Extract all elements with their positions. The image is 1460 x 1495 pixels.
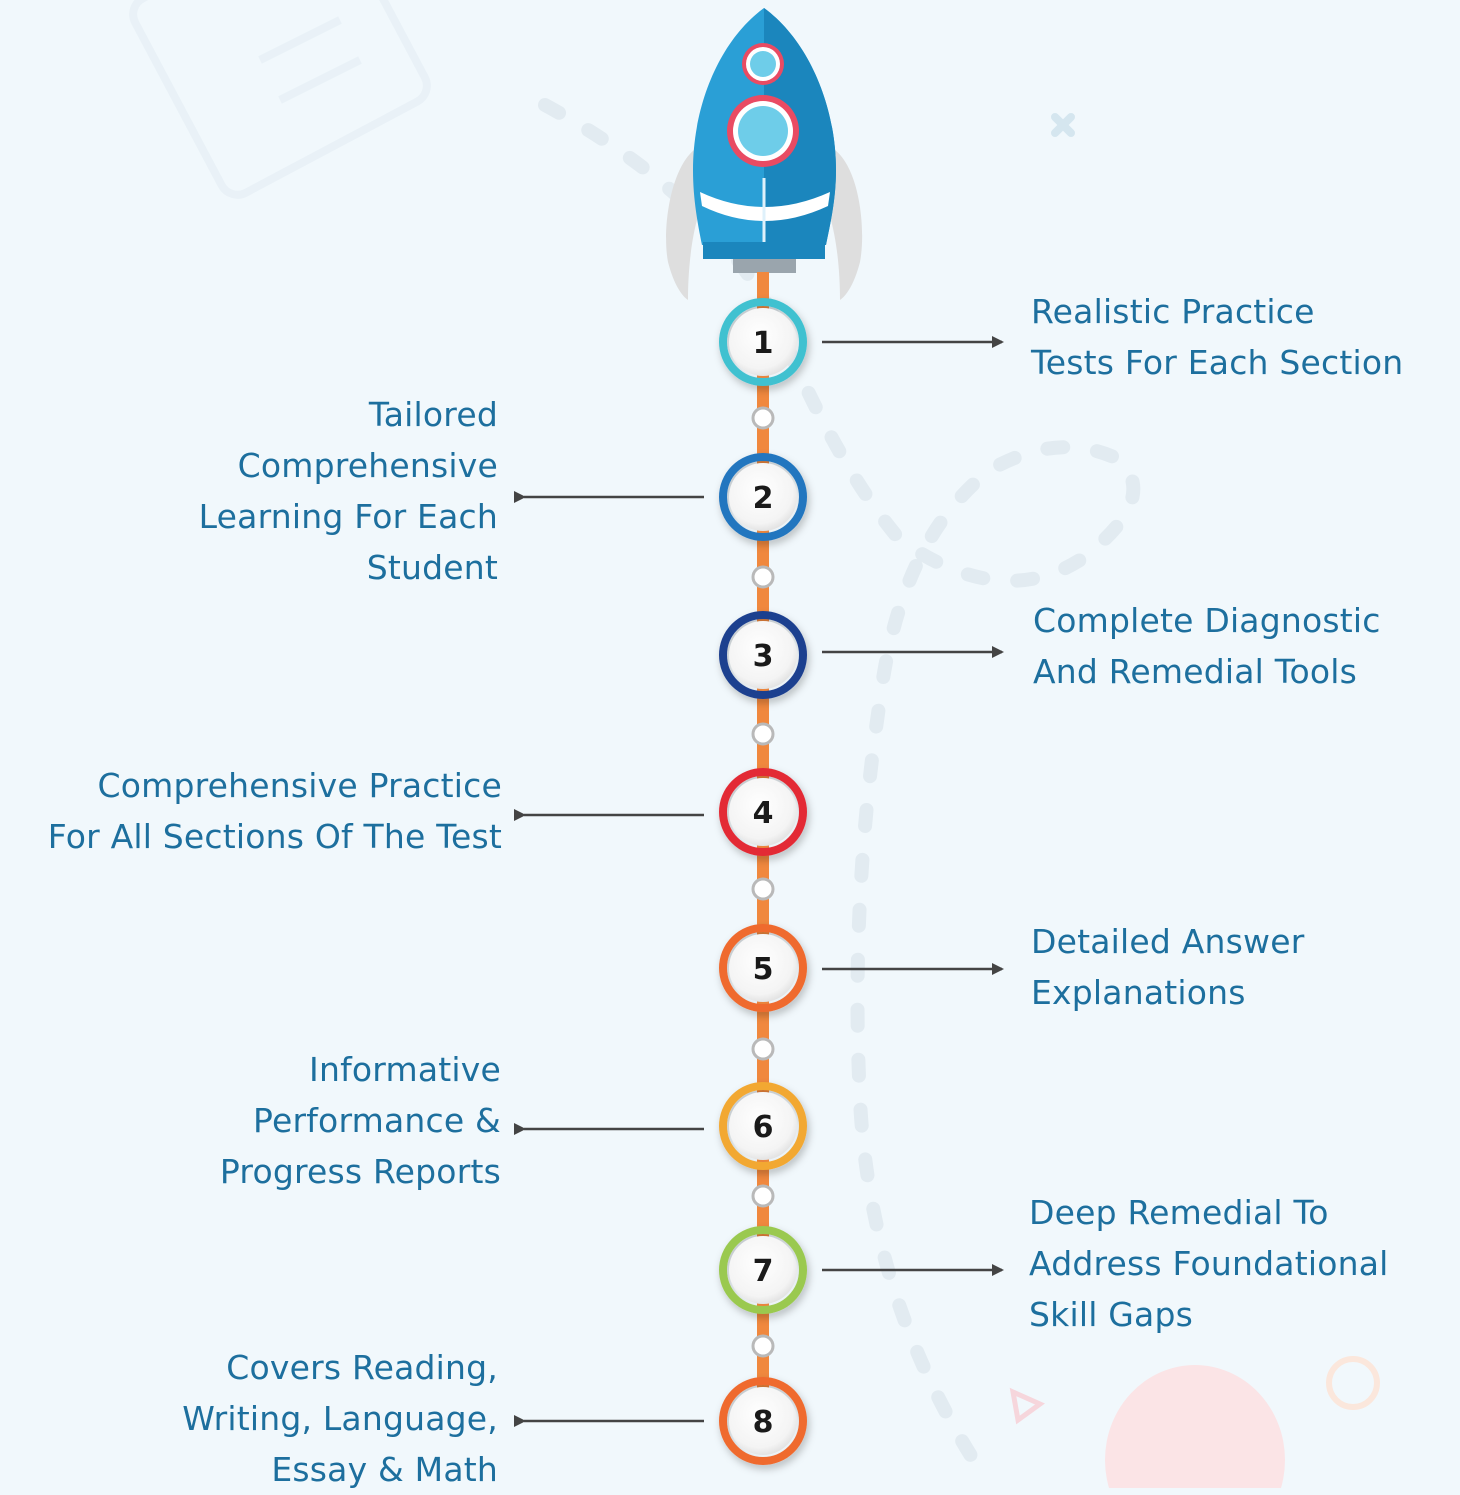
connector-dot <box>751 722 775 746</box>
step-disc <box>729 778 797 846</box>
step-disc <box>729 934 797 1002</box>
step-7-label: Deep Remedial To Address Foundational Sk… <box>1029 1193 1389 1334</box>
document-line-decoration <box>258 16 342 64</box>
step-disc <box>729 1092 797 1160</box>
connector-dot <box>751 406 775 430</box>
connector-dot <box>751 1037 775 1061</box>
step-ring <box>719 1082 807 1170</box>
rocket-icon <box>666 8 863 300</box>
step-number: 5 <box>753 952 774 987</box>
step-number: 1 <box>753 326 774 361</box>
step-number: 6 <box>753 1110 774 1145</box>
arrows <box>514 336 1004 1427</box>
document-line-decoration <box>278 56 362 104</box>
connector-dot <box>751 565 775 589</box>
cross-decoration-icon <box>1051 113 1075 137</box>
step-node: 5 <box>719 924 807 1012</box>
step-1-label: Realistic Practice Tests For Each Sectio… <box>1031 292 1404 382</box>
step-number: 8 <box>753 1405 774 1440</box>
blob-decoration <box>1105 1365 1285 1488</box>
step-ring <box>719 453 807 541</box>
step-number: 7 <box>753 1254 774 1289</box>
step-node: 7 <box>719 1226 807 1314</box>
step-4-label: Comprehensive Practice For All Sections … <box>47 766 502 856</box>
step-node: 8 <box>719 1377 807 1465</box>
step-ring <box>719 298 807 386</box>
step-number: 4 <box>753 796 774 831</box>
step-ring <box>719 924 807 1012</box>
ring-decoration-icon <box>1326 1356 1380 1410</box>
step-ring <box>719 1377 807 1465</box>
step-node: 3 <box>719 611 807 699</box>
step-2-label: Tailored Comprehensive Learning For Each… <box>198 395 498 587</box>
step-node: 1 <box>719 298 807 386</box>
step-number: 3 <box>753 639 774 674</box>
triangle-decoration-icon <box>1009 1387 1045 1425</box>
connector-dot <box>751 1184 775 1208</box>
connector-dots <box>751 406 775 1358</box>
step-ring <box>719 768 807 856</box>
step-ring <box>719 1226 807 1314</box>
step-disc <box>729 463 797 531</box>
step-node: 6 <box>719 1082 807 1170</box>
connector-dot <box>751 877 775 901</box>
step-6-label: Informative Performance & Progress Repor… <box>219 1050 501 1191</box>
step-node: 2 <box>719 453 807 541</box>
step-ring <box>719 611 807 699</box>
step-disc <box>729 1236 797 1304</box>
step-disc <box>729 1387 797 1455</box>
step-disc <box>729 308 797 376</box>
document-decoration-icon <box>129 0 431 199</box>
dashed-path-decoration <box>538 98 1141 1477</box>
step-8-label: Covers Reading, Writing, Language, Essay… <box>182 1348 498 1489</box>
step-number: 2 <box>753 481 774 516</box>
step-5-label: Detailed Answer Explanations <box>1031 922 1305 1012</box>
connector-dot <box>751 1334 775 1358</box>
step-disc <box>729 621 797 689</box>
step-3-label: Complete Diagnostic And Remedial Tools <box>1033 601 1381 691</box>
step-nodes: 1 2 3 4 5 6 7 <box>719 298 807 1465</box>
step-node: 4 <box>719 768 807 856</box>
